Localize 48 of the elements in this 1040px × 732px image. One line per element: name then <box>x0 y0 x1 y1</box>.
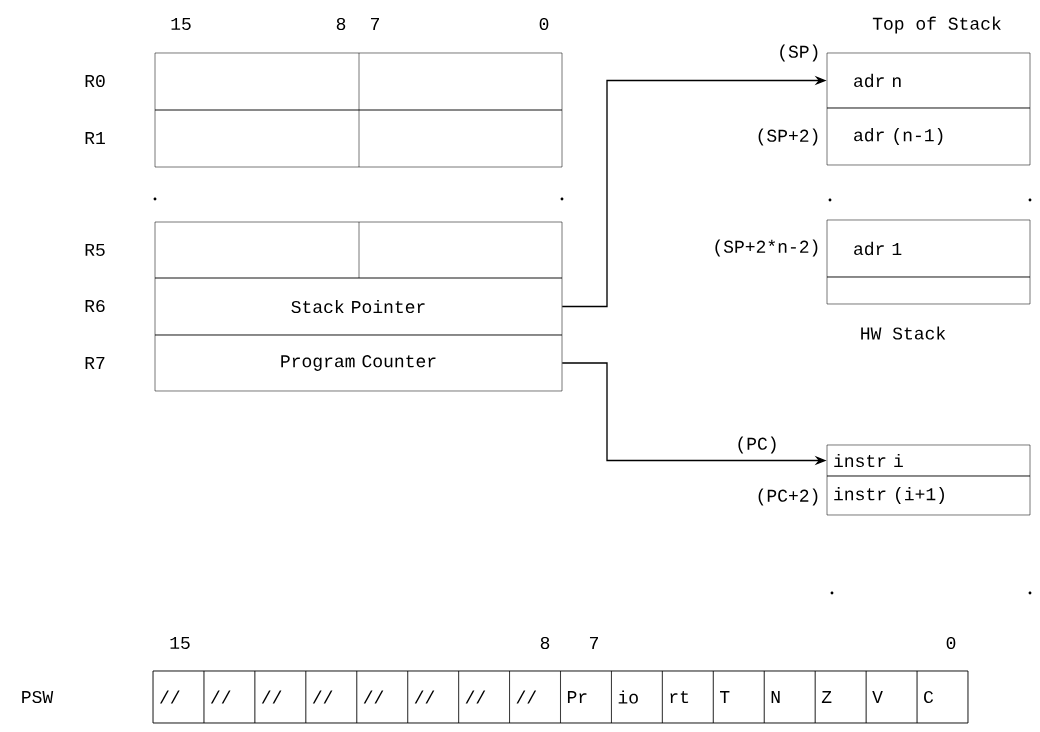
stack-caption: HW Stack <box>861 326 946 340</box>
bit-number: 8 <box>336 17 346 31</box>
register-name: R6 <box>85 299 105 313</box>
bit-cell: // <box>509 670 561 724</box>
bit-cell: io <box>611 670 663 724</box>
stack-cell: adr 1 <box>826 219 1031 278</box>
memory-cell: instr (i+1) <box>826 475 1031 516</box>
stack-cell: adr (n-1) <box>826 107 1031 166</box>
bit-cell: rt <box>662 670 714 724</box>
bit-number: 0 <box>946 636 956 650</box>
address-label: (SP) <box>780 44 818 62</box>
bit-number: 7 <box>371 18 379 30</box>
register-box: Stack Pointer <box>154 277 563 336</box>
register-box: Program Counter <box>154 334 563 392</box>
bit-number: 15 <box>170 637 190 649</box>
bit-cell: Pr <box>560 670 612 724</box>
stack-cell: adr n <box>826 52 1031 109</box>
address-label: (SP+2*n-2) <box>715 239 818 257</box>
bit-cell: // <box>458 670 510 724</box>
stack-caption: Top of Stack <box>872 16 1001 34</box>
register-name: PSW <box>22 690 54 704</box>
bit-cell: // <box>356 670 408 724</box>
bit-cell: T <box>713 670 765 724</box>
bit-cell: // <box>305 670 358 724</box>
register-name: R0 <box>85 74 105 88</box>
register-name: R1 <box>85 132 105 144</box>
memory-cell: instr i <box>826 444 1031 477</box>
stack-cell <box>826 276 1031 305</box>
bit-cell: // <box>407 670 459 724</box>
address-label: (PC) <box>738 436 776 454</box>
bit-cell: // <box>203 670 256 724</box>
address-label: (SP+2) <box>758 128 818 146</box>
bit-cell: C <box>916 670 969 724</box>
register-box <box>154 52 563 111</box>
bit-cell: // <box>254 670 307 724</box>
bit-number: 7 <box>590 637 598 649</box>
register-name: R7 <box>85 357 105 369</box>
bit-number: 8 <box>540 636 550 650</box>
register-name: R5 <box>85 244 105 256</box>
address-label: (PC+2) <box>758 488 818 506</box>
bit-cell: V <box>865 670 918 724</box>
bit-cell: Z <box>814 670 867 724</box>
register-box <box>154 109 563 168</box>
bit-cell: // <box>152 670 205 724</box>
bit-number: 15 <box>171 18 191 30</box>
bit-number: 0 <box>539 17 549 31</box>
bit-cell: N <box>763 670 816 724</box>
register-box <box>154 221 563 279</box>
